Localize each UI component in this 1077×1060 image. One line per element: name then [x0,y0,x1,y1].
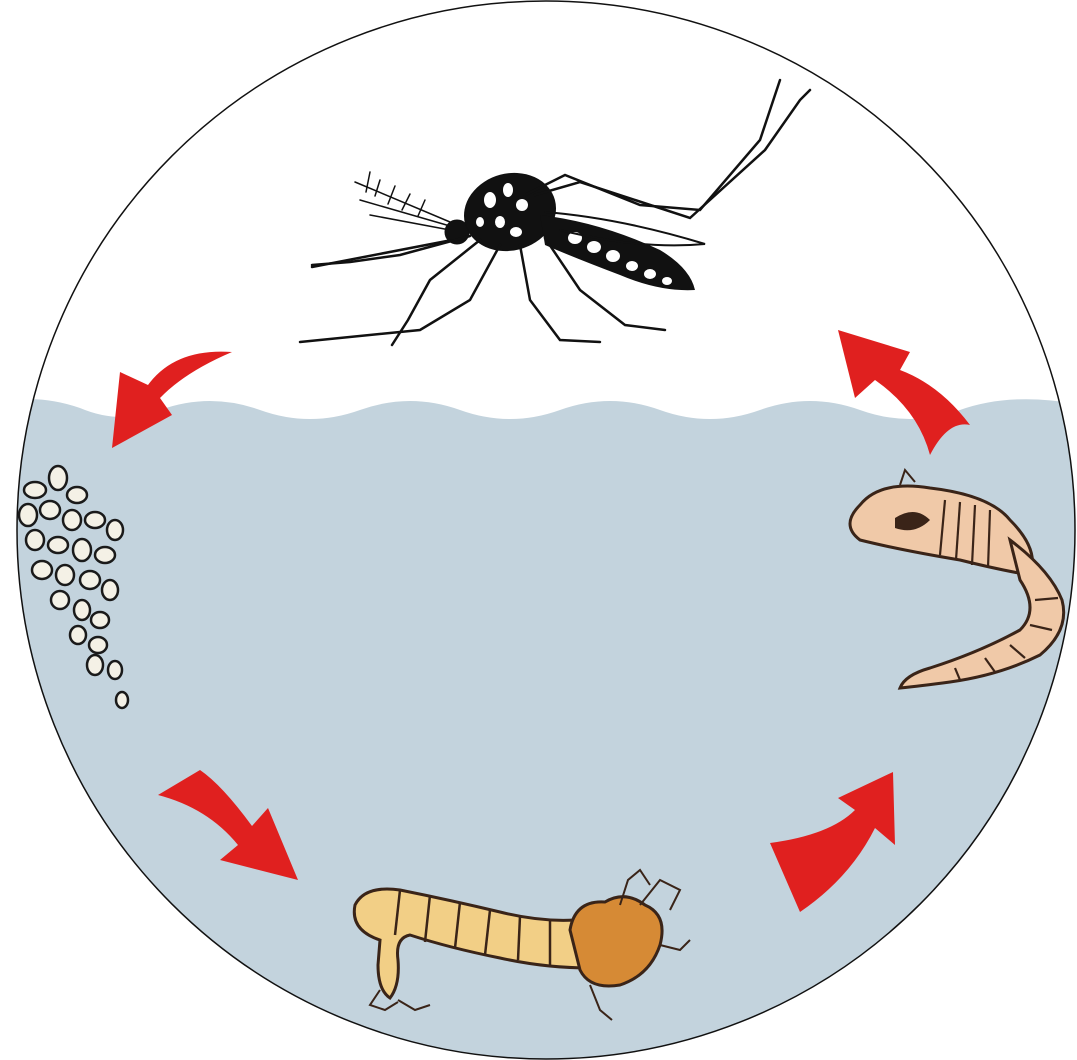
life-cycle-diagram [0,0,1077,1060]
life-cycle-canvas [0,0,1077,1060]
